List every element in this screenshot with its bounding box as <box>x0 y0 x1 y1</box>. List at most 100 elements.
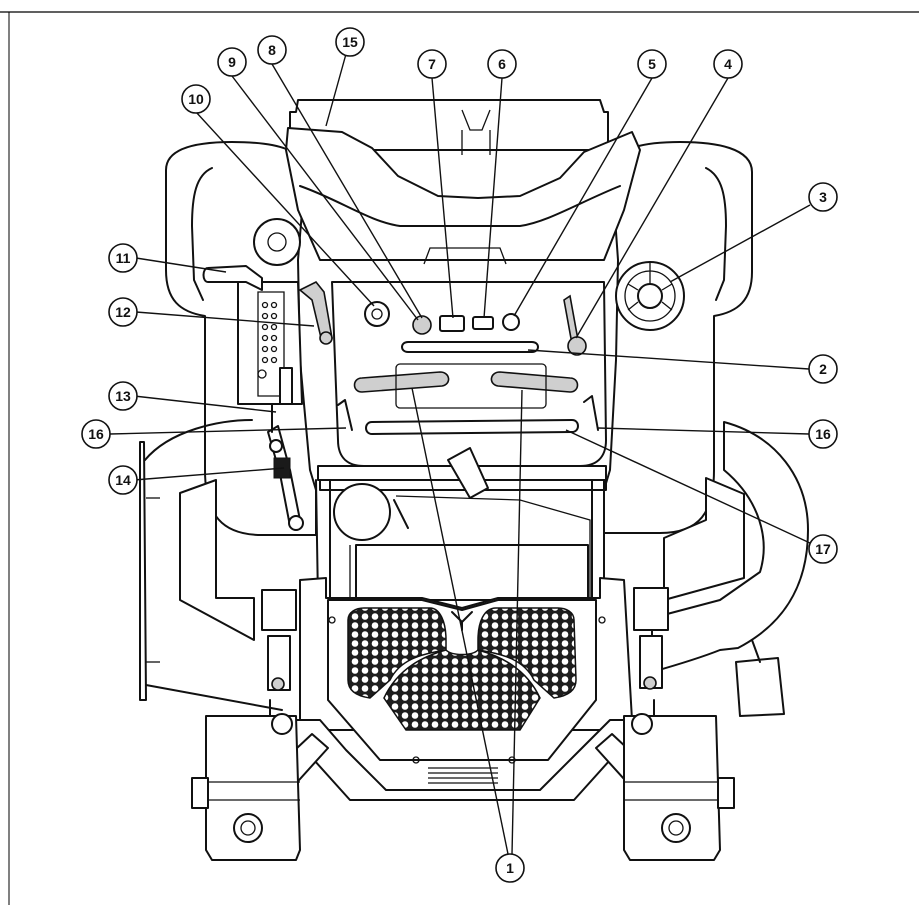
key-switch-inner <box>371 308 383 320</box>
callout-16-right: 16 <box>808 419 838 449</box>
leader-7 <box>431 77 454 319</box>
callout-16-right-label: 16 <box>815 426 831 442</box>
leader-15 <box>325 53 347 127</box>
left-front-pivot <box>271 713 293 735</box>
callout-11-label: 11 <box>116 250 131 266</box>
left-front-wheel <box>205 715 301 861</box>
leader-10 <box>195 111 375 307</box>
seat-back <box>285 127 641 261</box>
callout-5-label: 5 <box>648 56 656 72</box>
callout-12-label: 12 <box>115 304 131 320</box>
right-caster-shock <box>639 635 663 689</box>
leader-2 <box>527 349 810 370</box>
leader-1b <box>511 389 523 855</box>
callout-16-left-label: 16 <box>88 426 104 442</box>
hydro-block <box>355 544 589 601</box>
right-wheel-hub-inner <box>668 820 684 836</box>
callout-15: 15 <box>335 27 365 57</box>
leader-11 <box>135 257 227 273</box>
leader-12 <box>135 311 315 327</box>
lever-box <box>395 363 547 409</box>
left-wheel-hub <box>233 813 263 843</box>
callout-16-left: 16 <box>81 419 111 449</box>
callout-12: 12 <box>108 297 138 327</box>
callout-9: 9 <box>217 47 247 77</box>
fuel-gauge-spokes <box>627 263 673 311</box>
left-wheel-bracket <box>191 777 209 809</box>
grille-screw-4 <box>508 756 516 764</box>
leader-1a <box>411 387 509 855</box>
left-motion-lever <box>353 371 450 393</box>
leader-16b <box>597 427 810 435</box>
callout-4: 4 <box>713 49 743 79</box>
leader-4 <box>575 77 729 339</box>
power-outlet-icon <box>502 313 520 331</box>
right-caster-wheel <box>735 657 785 717</box>
callout-7-label: 7 <box>428 56 436 72</box>
callout-3: 3 <box>808 182 838 212</box>
leader-17 <box>565 429 811 544</box>
right-motion-lever <box>490 371 579 393</box>
callout-13: 13 <box>108 381 138 411</box>
rear-grab-handle <box>365 419 579 435</box>
right-deck-curve <box>651 421 809 673</box>
callout-1-label: 1 <box>506 860 514 876</box>
hose <box>393 499 409 529</box>
fuel-gauge-center <box>637 283 663 309</box>
leader-5 <box>513 77 653 317</box>
callout-17-label: 17 <box>815 541 831 557</box>
left-fuel-cap <box>253 218 301 266</box>
callout-6: 6 <box>487 49 517 79</box>
callout-14: 14 <box>108 465 138 495</box>
callout-2-label: 2 <box>819 361 827 377</box>
left-deck-shell <box>179 479 255 641</box>
left-panel-holes <box>257 301 278 379</box>
left-caster-mount <box>261 589 297 631</box>
grille-vent-slots <box>428 767 498 784</box>
seat-lower-line <box>423 247 507 265</box>
key-switch-icon <box>364 301 390 327</box>
grille-screw-1 <box>328 616 336 624</box>
callout-8-label: 8 <box>268 42 276 58</box>
callout-1: 1 <box>495 853 525 883</box>
grille-screw-3 <box>412 756 420 764</box>
left-deck-lower <box>145 684 283 711</box>
leader-8 <box>271 63 423 319</box>
callout-13-label: 13 <box>115 388 131 404</box>
callout-10: 10 <box>181 84 211 114</box>
right-caster-fork <box>751 639 761 663</box>
callout-4-label: 4 <box>724 56 732 72</box>
right-fender-inner <box>705 167 727 301</box>
parking-brake-knob <box>288 515 304 531</box>
callout-11: 11 <box>108 243 138 273</box>
parking-brake-pivot <box>269 439 283 453</box>
right-wheel-hub <box>661 813 691 843</box>
callout-8: 8 <box>257 35 287 65</box>
leader-14 <box>133 467 285 481</box>
leader-16a <box>109 427 347 435</box>
leader-lines <box>109 53 811 855</box>
callout-14-label: 14 <box>115 472 131 488</box>
callout-9-label: 9 <box>228 54 236 70</box>
callout-2: 2 <box>808 354 838 384</box>
callout-5: 5 <box>637 49 667 79</box>
callout-6-label: 6 <box>498 56 506 72</box>
bracket-plate <box>447 447 489 499</box>
rear-plate-slot <box>461 109 491 131</box>
left-deck-curve <box>144 419 253 461</box>
oil-filter <box>333 483 391 541</box>
seat-cushion-line <box>299 185 621 227</box>
left-panel-slot <box>279 367 293 405</box>
usb-port-icon <box>472 316 494 330</box>
right-front-pivot <box>631 713 653 735</box>
left-wheel-hub-inner <box>240 820 256 836</box>
left-caster-bolt <box>271 677 285 691</box>
right-caster-bolt <box>643 676 657 690</box>
callout-15-label: 15 <box>342 34 358 50</box>
left-caster-shock <box>267 635 291 691</box>
right-wheel-bracket <box>717 777 735 809</box>
callout-10-label: 10 <box>188 91 204 107</box>
drive-belt-area <box>349 495 591 601</box>
